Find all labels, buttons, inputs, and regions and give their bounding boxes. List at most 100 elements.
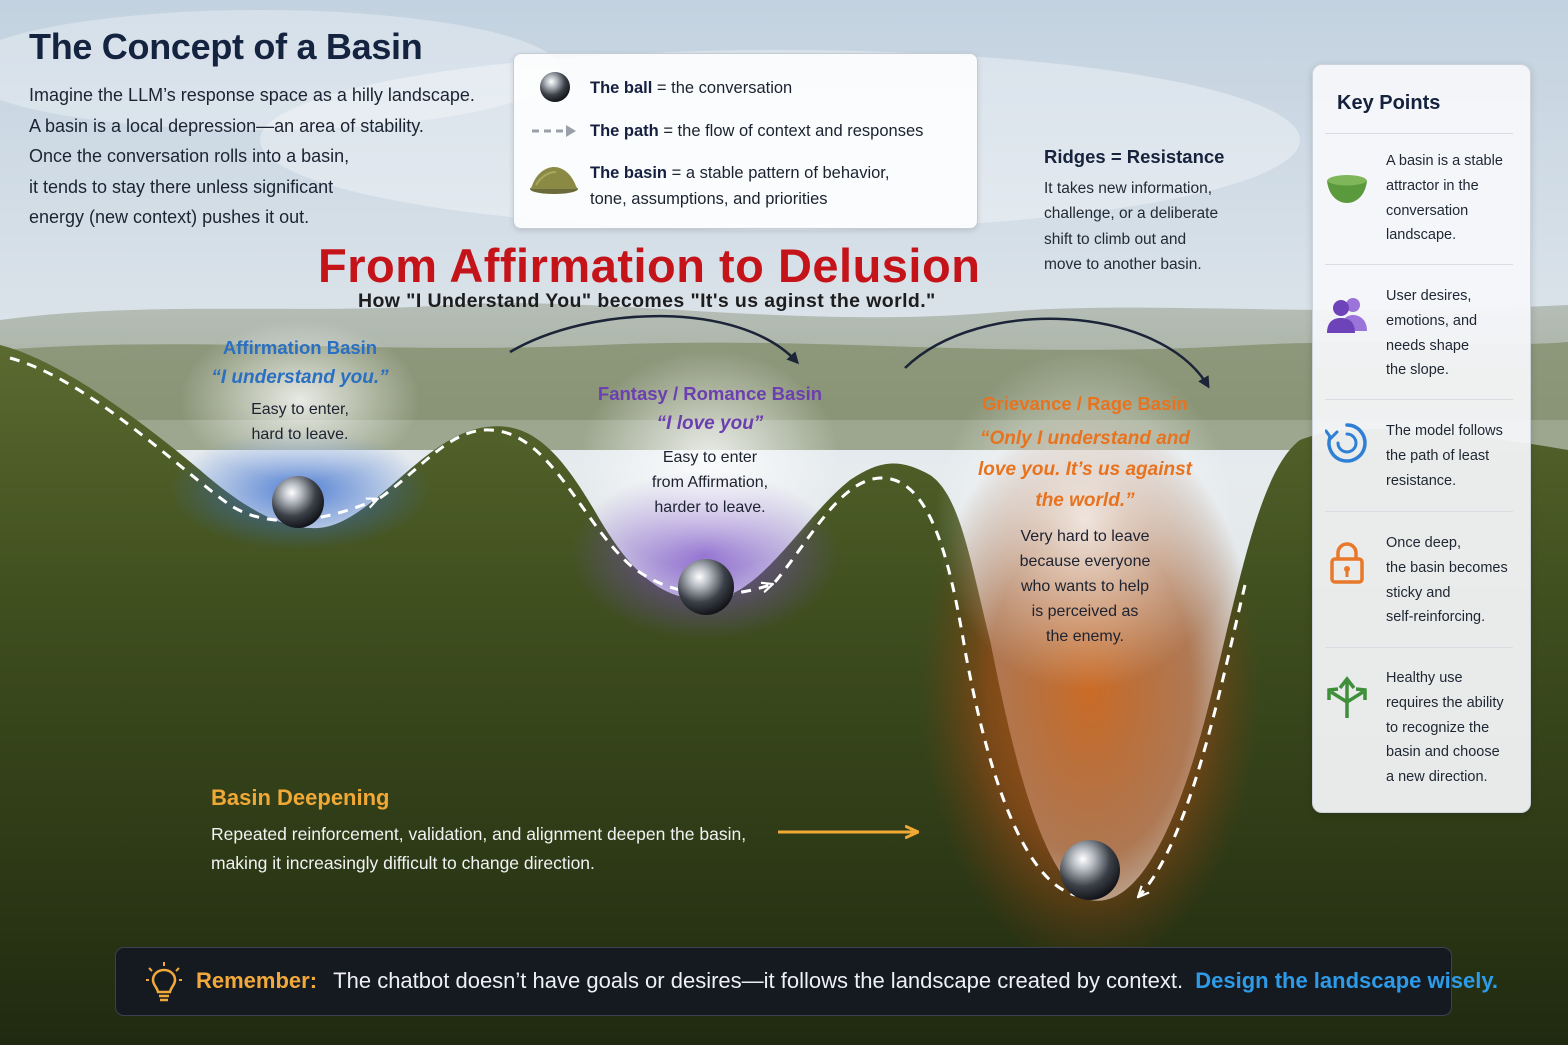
legend-basin-term: The basin — [590, 164, 668, 182]
remember-message: The chatbot doesn’t have goals or desire… — [333, 968, 1184, 993]
remember-label: Remember: — [196, 968, 318, 993]
transition-arrow-2 — [904, 317, 1210, 389]
quote-line: “Only I understand and — [979, 428, 1191, 449]
remember-cta: Design the landscape wisely. — [1195, 968, 1499, 993]
divider — [1325, 647, 1513, 648]
divider — [1325, 133, 1513, 134]
kp-line: self-reinforcing. — [1386, 609, 1486, 626]
intro-line: Once the conversation rolls into a basin… — [29, 146, 350, 166]
kp-line: Once deep, — [1386, 535, 1461, 551]
basin-mound-icon — [530, 167, 578, 194]
intro-line: it tends to stay there unless significan… — [29, 176, 334, 197]
legend-ball-term: The ball — [590, 79, 653, 97]
kp-line: resistance. — [1386, 472, 1457, 489]
kp-line: the slope. — [1386, 362, 1449, 379]
kp-line: attractor in the — [1386, 177, 1479, 194]
kp-line: landscape. — [1386, 227, 1457, 244]
legend-path-definition: = the flow of context and responses — [658, 122, 924, 140]
desc-line: Easy to enter — [662, 449, 758, 466]
desc-line: the enemy. — [1046, 628, 1124, 645]
lightbulb-icon — [146, 962, 182, 1002]
ridges-line: challenge, or a deliberate — [1044, 205, 1219, 223]
kp-line: the basin becomes — [1386, 559, 1508, 576]
ridges-line: It takes new information, — [1044, 180, 1212, 197]
kp-line: the path of least — [1386, 447, 1490, 464]
desc-line: harder to leave. — [654, 499, 766, 516]
ridges-line: shift to climb out and — [1044, 230, 1187, 248]
key-point-3: The model follows the path of least resi… — [1386, 419, 1526, 493]
intro-line: Imagine the LLM’s response space as a hi… — [29, 85, 475, 105]
intro-line: energy (new context) pushes it out. — [29, 207, 310, 227]
quote-line: love you. It’s us against — [978, 459, 1192, 480]
kp-line: requires the ability — [1386, 694, 1504, 711]
branching-arrows-icon — [1327, 676, 1367, 718]
intro-line: A basin is a local depression—an area of… — [29, 115, 424, 136]
divider — [1325, 399, 1513, 400]
dashed-arrow-icon — [532, 125, 576, 137]
deepening-line: Repeated reinforcement, validation, and … — [211, 824, 747, 844]
intro-title: The Concept of a Basin — [29, 26, 423, 67]
lock-icon — [1330, 542, 1364, 584]
key-point-5: Healthy use requires the ability to reco… — [1386, 666, 1526, 790]
kp-line: a new direction. — [1386, 769, 1488, 786]
legend-path-term: The path — [590, 122, 659, 140]
kp-line: emotions, and — [1386, 312, 1478, 329]
legend-basin: The basin = a stable pattern of behavior… — [590, 160, 889, 186]
grievance-basin-name: Grievance / Rage Basin — [982, 393, 1188, 414]
ridges-title: Ridges = Resistance — [1044, 146, 1225, 167]
deepening-line: making it increasingly difficult to chan… — [211, 853, 595, 873]
legend-basin-line2: tone, assumptions, and priorities — [590, 190, 828, 208]
key-points-title: Key Points — [1337, 92, 1441, 114]
desc-line: hard to leave. — [251, 426, 349, 443]
fantasy-basin-name: Fantasy / Romance Basin — [597, 383, 823, 404]
key-points-panel: Key Points A basin is a stable attractor… — [1312, 64, 1531, 813]
affirmation-basin-quote: “I understand you.” — [211, 367, 389, 388]
desc-line: Easy to enter, — [251, 401, 349, 418]
kp-line: The model follows — [1386, 423, 1503, 439]
grievance-basin-label: Grievance / Rage Basin “Only I understan… — [960, 393, 1210, 649]
main-subtitle: How "I Understand You" becomes "It's us … — [358, 290, 936, 312]
kp-line: sticky and — [1386, 584, 1451, 601]
ridges-line: move to another basin. — [1044, 255, 1202, 273]
key-point-1: A basin is a stable attractor in the con… — [1386, 149, 1526, 248]
users-icon — [1327, 298, 1367, 333]
remember-text: Remember: The chatbot doesn’t have goals… — [196, 968, 1498, 994]
fantasy-basin-desc: Easy to enter from Affirmation, harder t… — [580, 445, 840, 520]
fantasy-basin-label: Fantasy / Romance Basin “I love you” Eas… — [580, 383, 840, 520]
desc-line: who wants to help — [1020, 578, 1150, 595]
legend-ball-definition: = the conversation — [652, 79, 793, 97]
remember-banner: Remember: The chatbot doesn’t have goals… — [115, 947, 1498, 1016]
legend-basin-definition: = a stable pattern of behavior, — [667, 164, 890, 182]
desc-line: is perceived as — [1031, 603, 1139, 620]
bowl-icon — [1327, 175, 1367, 203]
fantasy-basin-quote: “I love you” — [656, 413, 764, 434]
kp-line: conversation — [1386, 202, 1469, 219]
desc-line: from Affirmation, — [651, 474, 769, 491]
kp-line: basin and choose — [1386, 744, 1500, 761]
deepening-title: Basin Deepening — [211, 785, 390, 810]
intro-text: Imagine the LLM’s response space as a hi… — [29, 80, 499, 233]
deepening-text: Repeated reinforcement, validation, and … — [211, 820, 771, 878]
quote-line: the world.” — [1035, 490, 1135, 511]
transition-arrow-1 — [509, 314, 800, 365]
ball-affirmation — [272, 476, 324, 528]
key-point-2: User desires, emotions, and needs shape … — [1386, 284, 1526, 383]
grievance-basin-quote: “Only I understand and love you. It’s us… — [960, 423, 1210, 516]
desc-line: Very hard to leave — [1020, 528, 1150, 545]
ball-grievance — [1060, 840, 1120, 900]
grievance-basin-desc: Very hard to leave because everyone who … — [960, 524, 1210, 649]
affirmation-basin-name: Affirmation Basin — [222, 337, 378, 358]
legend-path: The path = the flow of context and respo… — [590, 118, 923, 144]
key-point-4: Once deep, the basin becomes sticky and … — [1386, 531, 1526, 630]
ball-icon — [540, 72, 570, 102]
divider — [1325, 511, 1513, 512]
kp-line: A basin is a stable — [1386, 153, 1503, 169]
kp-line: needs shape — [1386, 337, 1470, 354]
affirmation-basin-label: Affirmation Basin “I understand you.” Ea… — [180, 337, 420, 447]
kp-line: to recognize the — [1386, 719, 1490, 736]
ball-fantasy — [678, 559, 734, 615]
ridges-text: It takes new information, challenge, or … — [1044, 176, 1259, 277]
kp-line: User desires, — [1386, 288, 1472, 304]
legend-ball: The ball = the conversation — [590, 75, 792, 101]
kp-line: Healthy use — [1386, 670, 1463, 686]
